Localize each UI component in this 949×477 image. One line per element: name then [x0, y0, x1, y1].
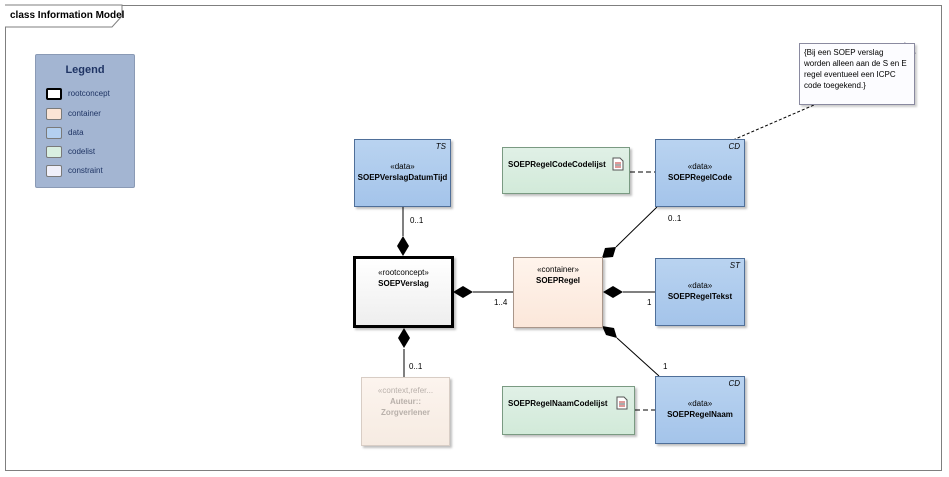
class-auteur-zorgverlener[interactable]: «context,refer... Auteur:: Zorgverlener — [361, 377, 450, 446]
legend-label: codelist — [68, 147, 96, 156]
multiplicity-soep-regel: 1..4 — [494, 298, 508, 307]
class-name: SOEPVerslag — [378, 279, 429, 288]
type-tag: CD — [728, 142, 740, 151]
legend-label: data — [68, 128, 84, 137]
legend-swatch-rootconcept — [46, 88, 62, 100]
multiplicity-regel-tekst: 1 — [647, 298, 652, 307]
multiplicity-auteur: 0..1 — [409, 362, 423, 371]
stereotype-label: «data» — [687, 162, 713, 171]
note-anchor-line — [732, 104, 815, 141]
type-tag: CD — [728, 379, 740, 388]
legend-swatch-constraint — [46, 165, 62, 177]
legend: Legend rootconcept container data codeli… — [35, 54, 135, 188]
stereotype-label: «data» — [687, 281, 713, 290]
legend-title: Legend — [65, 64, 105, 76]
legend-label: container — [68, 109, 101, 118]
frame-title: class Information Model — [10, 10, 125, 21]
note-line: regel eventueel een ICPC — [804, 70, 896, 79]
note-line: {Bij een SOEP verslag — [804, 48, 884, 57]
class-soep-regel-tekst[interactable]: ST «data» SOEPRegelTekst — [655, 258, 745, 326]
composition-diamond-regel-code — [602, 247, 616, 258]
multiplicity-datum-tijd: 0..1 — [410, 216, 424, 225]
codelist-name: SOEPRegelCodeCodelijst — [508, 160, 606, 169]
codelist-name: SOEPRegelNaamCodelijst — [508, 399, 608, 408]
composition-diamond-auteur — [398, 328, 410, 348]
composition-diamond-soep-regel — [453, 286, 473, 298]
class-soep-regel[interactable]: «container» SOEPRegel — [513, 257, 603, 328]
class-soep-regel-naam[interactable]: CD «data» SOEPRegelNaam — [655, 376, 745, 444]
connector-regel-naam — [616, 337, 660, 377]
class-name-line1: Auteur:: — [389, 397, 422, 406]
codelist-soep-regel-code-codelijst[interactable]: SOEPRegelCodeCodelijst — [502, 147, 630, 194]
class-name: SOEPRegelTekst — [667, 292, 733, 301]
type-tag: TS — [435, 142, 446, 151]
stereotype-label: «data» — [390, 162, 415, 171]
class-soep-verslag-datum-tijd[interactable]: TS «data» SOEPVerslagDatumTijd — [354, 139, 451, 207]
note-line: worden alleen aan de S en E — [804, 59, 907, 68]
class-name: SOEPRegel — [535, 276, 580, 285]
type-tag: ST — [729, 261, 740, 270]
class-soep-verslag[interactable]: «rootconcept» SOEPVerslag — [353, 256, 454, 328]
legend-label: constraint — [68, 166, 103, 175]
stereotype-label: «rootconcept» — [378, 268, 429, 277]
diagram-frame — [5, 5, 942, 471]
class-name: SOEPRegelNaam — [667, 410, 733, 419]
composition-diamond-datum-tijd — [397, 236, 409, 256]
note-line: code toegekend.} — [804, 81, 866, 90]
class-name: SOEPVerslagDatumTijd — [357, 173, 448, 182]
class-name: SOEPRegelCode — [667, 173, 732, 182]
codelist-soep-regel-naam-codelijst[interactable]: SOEPRegelNaamCodelijst — [502, 386, 635, 435]
legend-swatch-codelist — [46, 146, 62, 158]
connector-regel-code — [615, 206, 658, 248]
legend-swatch-container — [46, 108, 62, 120]
stereotype-label: «data» — [687, 399, 713, 408]
legend-swatch-data — [46, 127, 62, 139]
constraint-note[interactable]: {Bij een SOEP verslag worden alleen aan … — [799, 43, 915, 105]
multiplicity-regel-naam: 1 — [663, 362, 668, 371]
document-icon — [612, 157, 624, 171]
stereotype-label: «container» — [537, 265, 579, 274]
stereotype-label: «context,refer... — [377, 386, 434, 395]
frame-title-tab — [5, 4, 123, 28]
composition-diamond-regel-naam — [602, 326, 617, 338]
class-name-line2: Zorgverlener — [381, 408, 430, 417]
class-soep-regel-code[interactable]: CD «data» SOEPRegelCode — [655, 139, 745, 207]
composition-diamond-regel-tekst — [603, 286, 623, 298]
document-icon — [616, 396, 628, 410]
legend-label: rootconcept — [68, 89, 110, 98]
multiplicity-regel-code: 0..1 — [668, 214, 682, 223]
